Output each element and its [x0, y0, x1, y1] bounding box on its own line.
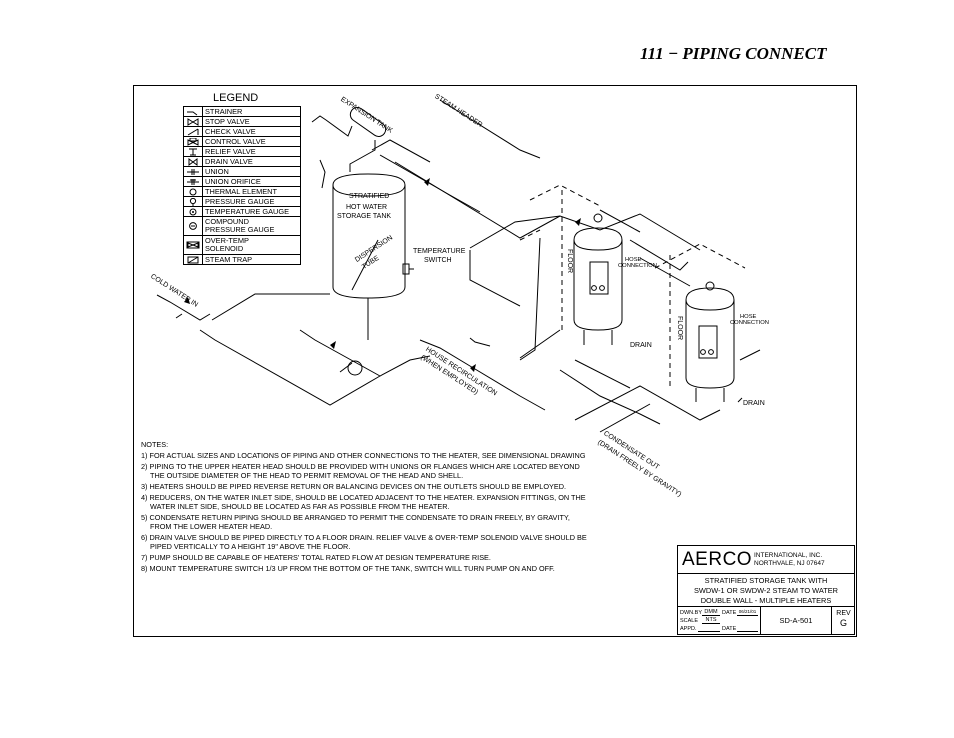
- title-block: AERCO INTERNATIONAL, INC. NORTHVALE, NJ …: [677, 545, 855, 635]
- legend-row: STRAINER: [183, 106, 301, 117]
- note-item: 5) CONDENSATE RETURN PIPING SHOULD BE AR…: [141, 513, 570, 531]
- legend-label: UNION ORIFICE: [202, 176, 301, 187]
- union-icon: [187, 168, 199, 175]
- compound-gauge-icon: [189, 222, 197, 230]
- note-item: 4) REDUCERS, ON THE WATER INLET SIDE, SH…: [141, 493, 586, 511]
- heater-1: [573, 213, 623, 345]
- drain-valve-icon: [188, 157, 198, 166]
- stop-valve-icon: [187, 117, 199, 126]
- note-item: 1) FOR ACTUAL SIZES AND LOCATIONS OF PIP…: [141, 450, 586, 460]
- legend-row: STEAM TRAP: [183, 254, 301, 265]
- company-address: INTERNATIONAL, INC. NORTHVALE, NJ 07647: [754, 552, 825, 567]
- hose-connection-1-label-2: CONNECTION: [618, 263, 657, 269]
- revision-value: G: [839, 618, 847, 628]
- steam-trap-icon: [187, 256, 199, 263]
- temperature-gauge-icon: [189, 208, 197, 215]
- revision-label: REV: [836, 610, 851, 617]
- legend-label: TEMPERATURE GAUGE: [202, 206, 301, 217]
- hose-connection-2-label-1: HOSE: [740, 314, 757, 320]
- legend-row: TEMPERATURE GAUGE: [183, 206, 301, 217]
- note-item: 7) PUMP SHOULD BE CAPABLE OF HEATERS' TO…: [141, 553, 491, 563]
- drain-label-1: DRAIN: [630, 342, 652, 349]
- title-block-fields: DWN.BY DMM DATE 06/21/01 SCALE NTS APPD.…: [678, 607, 854, 635]
- temp-switch-label-2: SWITCH: [424, 257, 452, 264]
- appd-label: APPD.: [680, 626, 697, 632]
- company-logo: AERCO: [682, 549, 753, 570]
- heater-2: [685, 281, 735, 402]
- relief-valve-icon: [189, 148, 197, 155]
- date-value: 06/21/01: [737, 609, 758, 616]
- legend-table: STRAINER STOP VALVE CHECK VALVE CONTROL …: [183, 106, 301, 265]
- note-item: 2) PIPING TO THE UPPER HEATER HEAD SHOUL…: [141, 461, 580, 480]
- check-valve-icon: [187, 128, 199, 135]
- legend-label: STEAM TRAP: [202, 254, 301, 265]
- legend-label: DRAIN VALVE: [202, 156, 301, 167]
- control-valve-icon: [187, 137, 199, 146]
- floor-label-1: FLOOR: [566, 249, 573, 274]
- drawing-frame: [133, 85, 857, 637]
- date2-label: DATE: [722, 626, 737, 632]
- note-item: 3) HEATERS SHOULD BE PIPED REVERSE RETUR…: [141, 481, 567, 491]
- legend: LEGEND STRAINER STOP VALVE CHECK VALVE C…: [183, 92, 301, 265]
- notes: NOTES: 1) FOR ACTUAL SIZES AND LOCATIONS…: [141, 440, 591, 576]
- scale-label: SCALE: [680, 618, 699, 624]
- legend-label: RELIEF VALVE: [202, 146, 301, 157]
- pump: [347, 360, 363, 376]
- note-item: 6) DRAIN VALVE SHOULD BE PIPED DIRECTLY …: [141, 533, 587, 551]
- note-item: 8) MOUNT TEMPERATURE SWITCH 1/3 UP FROM …: [141, 564, 555, 574]
- storage-tank: [332, 173, 406, 299]
- union-orifice-icon: [187, 178, 199, 185]
- legend-label: UNION: [202, 166, 301, 177]
- notes-title: NOTES:: [141, 440, 169, 449]
- legend-row: UNION ORIFICE: [183, 176, 301, 187]
- thermal-element-icon: [189, 188, 197, 195]
- appd-value: [698, 625, 720, 632]
- legend-row: UNION: [183, 166, 301, 177]
- legend-row: PRESSURE GAUGE: [183, 196, 301, 207]
- scale-value: NTS: [702, 617, 720, 624]
- drawing-description: STRATIFIED STORAGE TANK WITH SWDW-1 OR S…: [678, 574, 854, 607]
- page-title: 111 − PIPING CONNECT: [640, 44, 827, 63]
- storage-tank-label-2: HOT WATER: [346, 204, 388, 211]
- hose-connection-1-label-1: HOSE: [625, 257, 642, 263]
- legend-label: THERMAL ELEMENT: [202, 186, 301, 197]
- title-block-header: AERCO INTERNATIONAL, INC. NORTHVALE, NJ …: [678, 546, 854, 574]
- drain-label-2: DRAIN: [743, 400, 765, 407]
- pressure-gauge-icon: [189, 197, 197, 206]
- hose-connection-2-label-2: CONNECTION: [730, 320, 769, 326]
- date-label: DATE: [722, 610, 737, 616]
- drawing-number: SD-A-501: [760, 607, 832, 635]
- expansion-tank: [349, 107, 387, 137]
- legend-row: THERMAL ELEMENT: [183, 186, 301, 197]
- legend-row: DRAIN VALVE: [183, 156, 301, 167]
- legend-title: LEGEND: [213, 92, 259, 104]
- temp-switch-label-1: TEMPERATURE: [413, 248, 466, 255]
- strainer-icon: [187, 111, 198, 115]
- floor-label-2: FLOOR: [676, 316, 683, 341]
- date2-value: [737, 625, 758, 632]
- legend-row: CHECK VALVE: [183, 126, 301, 137]
- legend-label: STOP VALVE: [202, 116, 301, 127]
- storage-tank-label-1: STRATIFIED: [349, 193, 390, 200]
- storage-tank-label-3: STORAGE TANK: [337, 213, 392, 220]
- solenoid-icon: [186, 241, 200, 249]
- dwn-by-value: DMM: [702, 609, 720, 616]
- legend-label: PRESSURE GAUGE: [202, 196, 301, 207]
- legend-row: STOP VALVE: [183, 116, 301, 127]
- legend-row: CONTROL VALVE: [183, 136, 301, 147]
- legend-label: CHECK VALVE: [202, 126, 301, 137]
- dwn-by-label: DWN.BY: [680, 610, 702, 616]
- revision: REV G: [832, 607, 855, 635]
- legend-label: CONTROL VALVE: [202, 136, 301, 147]
- legend-row: RELIEF VALVE: [183, 146, 301, 157]
- legend-label: STRAINER: [202, 106, 301, 117]
